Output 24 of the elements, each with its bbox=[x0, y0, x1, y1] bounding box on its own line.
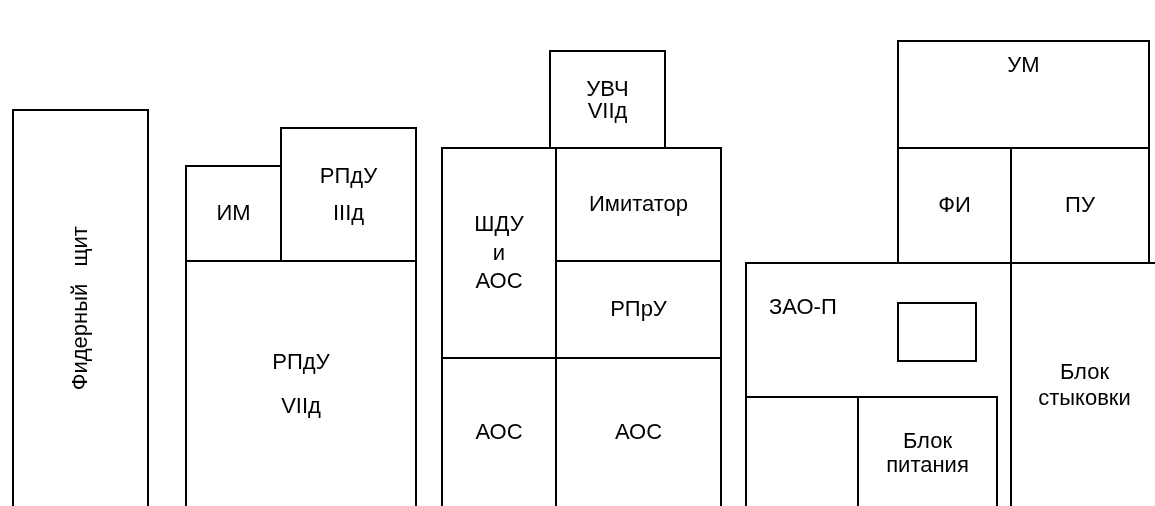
module-block bbox=[549, 50, 666, 149]
block-label: РПдУ VIIд bbox=[271, 348, 331, 420]
block-label: РПрУ bbox=[610, 296, 667, 323]
block-label: РПдУ IIIд bbox=[318, 162, 379, 227]
block-label: АОС bbox=[475, 419, 523, 446]
empty-block bbox=[897, 302, 977, 362]
block-label: ШДУ и АОС bbox=[473, 210, 525, 296]
block-label: Блок питания bbox=[885, 428, 970, 478]
block-label: АОС bbox=[614, 419, 663, 446]
block-label: Фидерный щит bbox=[67, 226, 94, 391]
module-block bbox=[897, 40, 1150, 149]
module-block bbox=[12, 109, 149, 506]
block-label: ИМ bbox=[216, 200, 251, 227]
module-block bbox=[280, 127, 417, 262]
block-label: ПУ bbox=[1065, 192, 1095, 219]
module-block bbox=[857, 396, 998, 506]
block-label: ЗАО-П bbox=[769, 294, 837, 321]
block-label: Блок стыковки bbox=[1037, 358, 1132, 412]
block-label: Имитатор bbox=[588, 191, 689, 218]
module-block bbox=[185, 165, 282, 262]
block-label: ФИ bbox=[938, 192, 971, 219]
block-label: УВЧ VIIд bbox=[585, 77, 630, 122]
module-block bbox=[185, 260, 417, 506]
block-label: УМ bbox=[1007, 52, 1040, 79]
